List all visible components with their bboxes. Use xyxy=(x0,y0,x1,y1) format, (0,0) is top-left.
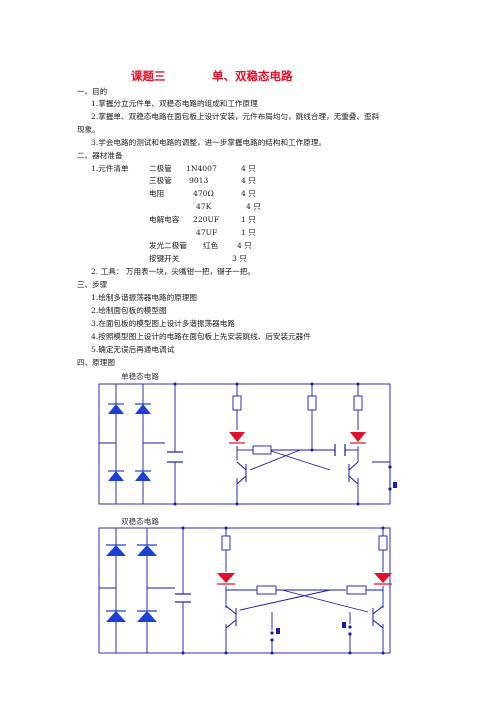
diagram-label-monostable: 单稳态电路 xyxy=(121,372,159,381)
step-item-4: 4.按照模型图上设计的电路在面包板上先安装跳线、后安装元器件 xyxy=(91,332,311,341)
component-model: 470Ω xyxy=(193,189,214,198)
step-item-2: 2.绘制面包板的模型图 xyxy=(91,306,167,315)
purpose-item-3: 3.学会电路的测试和电路的调整，进一步掌握电路的结构和工作原理。 xyxy=(91,138,327,147)
component-qty: 4 只 xyxy=(241,189,256,198)
diode-symbol xyxy=(137,545,157,556)
led-symbol xyxy=(229,432,245,442)
component-qty: 4 只 xyxy=(241,164,256,173)
resistor-symbol xyxy=(346,585,367,595)
diagram-label-bistable: 双稳态电路 xyxy=(121,517,159,526)
component-qty: 4 只 xyxy=(237,241,252,250)
component-qty: 4 只 xyxy=(246,202,261,211)
resistor-symbol xyxy=(252,445,272,455)
purpose-item-2: 2.掌握单、双稳态电路在面包板上设计安装，元件布局均匀，跳线合理，无重叠、歪斜 xyxy=(91,112,380,121)
section-heading-purpose: 一、目的 xyxy=(77,87,108,96)
doc-title-topic: 单、双稳态电路 xyxy=(212,69,293,83)
component-name: 按键开关 xyxy=(149,254,180,263)
step-item-5: 5.确定无误后再通电调试 xyxy=(91,345,175,354)
section-heading-materials: 二、器材准备 xyxy=(77,151,123,160)
resistor-symbol xyxy=(353,395,363,411)
diode-symbol xyxy=(135,471,151,481)
diode-symbol xyxy=(106,545,126,556)
led-symbol xyxy=(350,432,366,442)
component-name: 电阻 xyxy=(149,189,165,198)
resistor-symbol xyxy=(378,535,388,551)
component-model: 220UF xyxy=(193,215,220,224)
resistor-symbol xyxy=(256,585,277,595)
circuit-frame xyxy=(98,527,391,654)
resistor-symbol xyxy=(221,535,231,551)
resistor-symbol xyxy=(232,395,242,411)
component-model: 47K xyxy=(196,202,212,211)
doc-title-lesson: 课题三 xyxy=(131,69,166,83)
component-model: 1N4007 xyxy=(186,164,217,173)
resistor-symbol xyxy=(307,395,317,411)
tools-line: 2. 工具： 万用表一块，尖嘴钳一把，镊子一把。 xyxy=(91,267,255,276)
diode-symbol xyxy=(108,471,124,481)
component-model: 红色 xyxy=(203,241,219,250)
led-symbol xyxy=(217,573,235,583)
component-list-label: 1.元件清单 xyxy=(91,164,129,173)
component-name: 电解电容 xyxy=(149,215,180,224)
section-heading-steps: 三、步骤 xyxy=(77,280,108,289)
purpose-item-2-cont: 现象。 xyxy=(77,125,100,134)
purpose-item-1: 1.掌握分立元件单、双稳态电路的组成和工作原理 xyxy=(91,99,258,108)
component-qty: 1 只 xyxy=(241,215,256,224)
component-name: 发光二极管 xyxy=(149,241,187,250)
diode-symbol xyxy=(137,611,157,622)
led-symbol xyxy=(374,573,392,583)
step-item-1: 1.绘制多谐振荡器电路的原理图 xyxy=(91,293,197,302)
section-heading-schematic: 四、原理图 xyxy=(77,358,115,367)
diode-symbol xyxy=(106,611,126,622)
circuit-frame xyxy=(98,383,391,505)
component-model: 47UF xyxy=(196,228,218,237)
step-item-3: 3.在面包板的模型图上设计多谐振荡器电路 xyxy=(91,319,235,328)
component-qty: 1 只 xyxy=(241,228,256,237)
component-qty: 4 只 xyxy=(241,176,256,185)
diode-symbol xyxy=(108,404,124,414)
component-name: 三极管 xyxy=(149,176,172,185)
component-name: 二极管 xyxy=(149,164,172,173)
component-qty: 3 只 xyxy=(232,254,247,263)
diode-symbol xyxy=(135,404,151,414)
component-model: 9013 xyxy=(189,176,209,185)
